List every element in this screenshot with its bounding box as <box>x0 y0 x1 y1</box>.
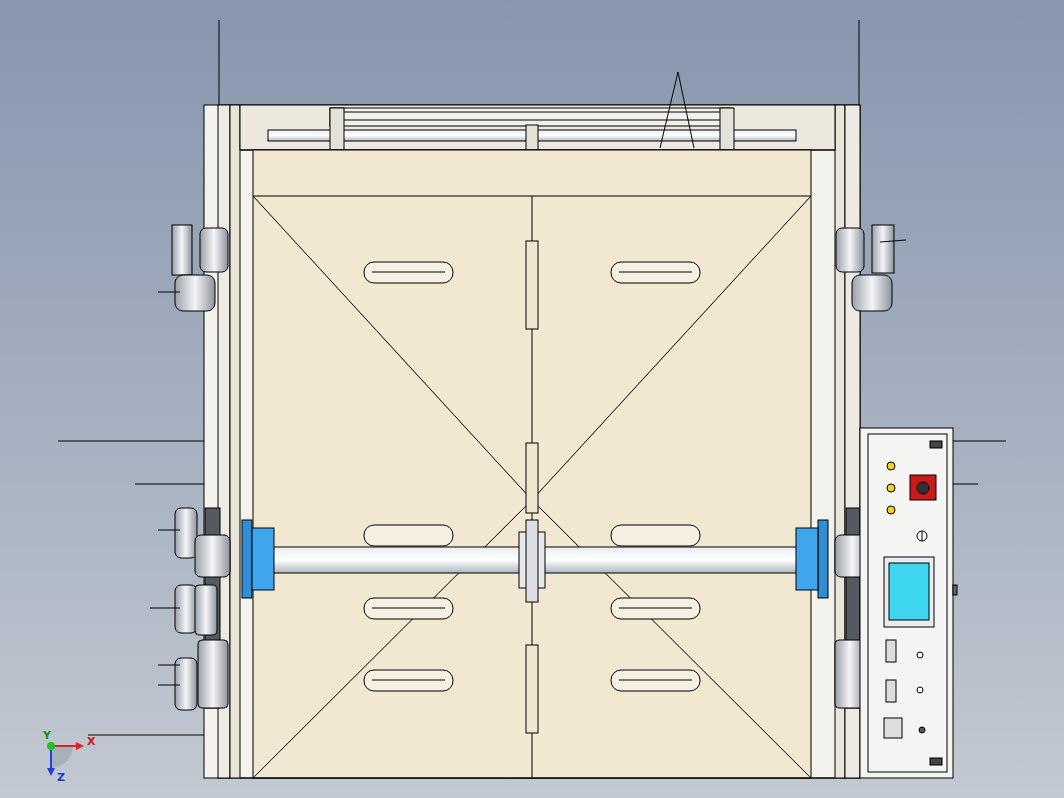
axis-label: Z <box>57 772 65 784</box>
axis-label: Y <box>43 730 51 742</box>
axis-label: X <box>87 736 95 748</box>
axis-triad <box>47 742 84 776</box>
